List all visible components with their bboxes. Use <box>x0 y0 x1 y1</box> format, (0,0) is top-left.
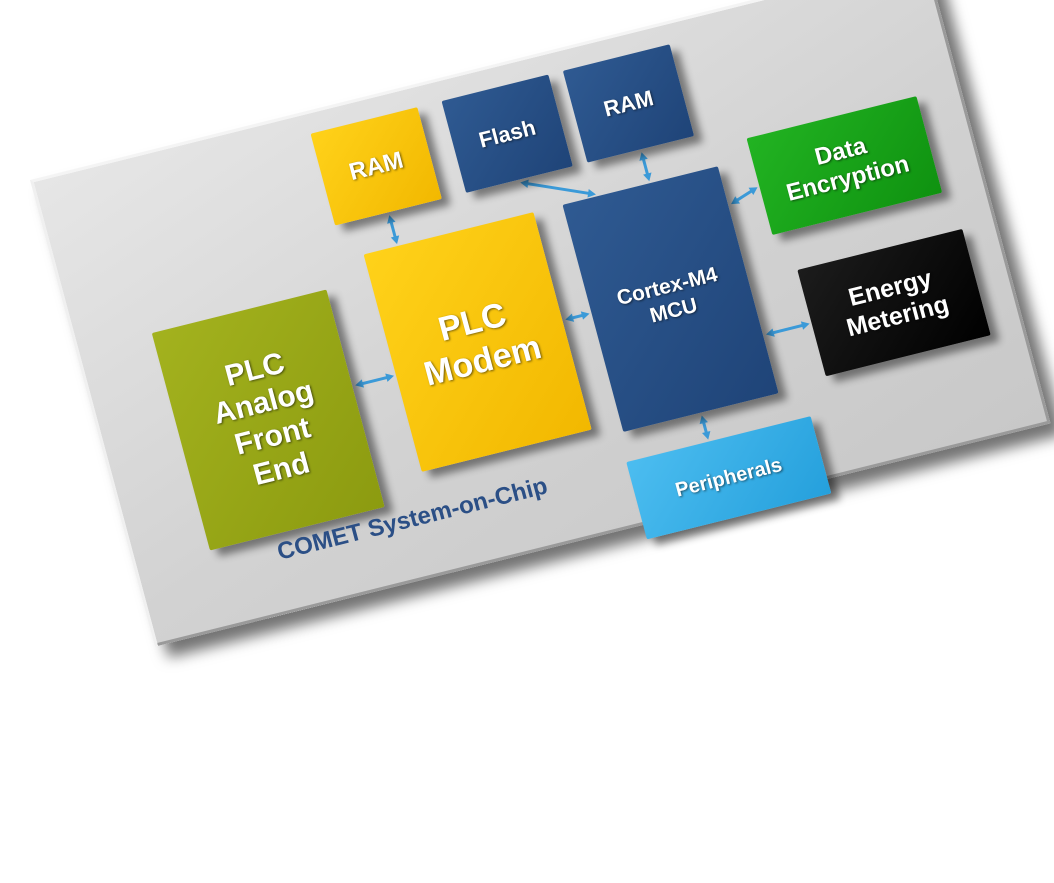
arrow-mcu-metering <box>765 321 810 337</box>
connection-arrows <box>355 152 810 440</box>
arrow-analog-modem <box>355 373 395 388</box>
arrow-mcu-encrypt <box>731 187 758 205</box>
arrow-mcu-periph <box>699 415 711 440</box>
arrow-ram-mcu <box>639 152 652 182</box>
arrow-ram-modem <box>387 215 400 245</box>
arrow-modem-mcu <box>565 311 590 322</box>
arrow-flash-mcu <box>520 179 596 198</box>
chip-board: PLC Analog Front End PLC Modem RAM Flash… <box>30 0 1051 647</box>
